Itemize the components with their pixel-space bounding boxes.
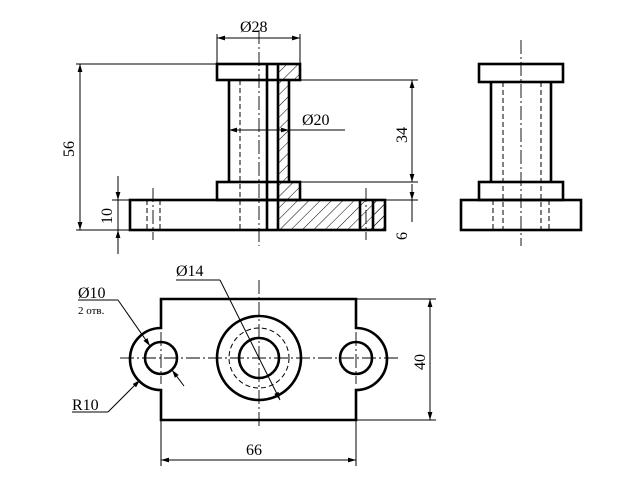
side-view xyxy=(459,40,583,246)
dim-hole-diameter: Ø10 xyxy=(78,285,106,302)
section-hatching xyxy=(278,64,385,230)
top-view-dimensions: Ø10 2 отв. Ø14 R10 66 40 xyxy=(72,263,436,466)
dim-boss-diameter: Ø14 xyxy=(176,263,204,280)
boss-hidden xyxy=(228,327,290,389)
dim-flange-thickness: 6 xyxy=(394,232,411,240)
dim-bore: Ø20 xyxy=(302,112,330,129)
top-view: Ø10 2 отв. Ø14 R10 66 40 xyxy=(72,263,436,466)
front-view-centerlines xyxy=(152,30,367,246)
front-view: Ø28 Ø20 56 10 34 6 xyxy=(61,19,418,254)
dim-plate-length: 66 xyxy=(246,442,262,459)
front-view-hidden-lines xyxy=(146,80,241,230)
dim-plate-width: 40 xyxy=(412,354,429,370)
front-view-dimensions: Ø28 Ø20 56 10 34 6 xyxy=(61,19,418,254)
dim-overall-height: 56 xyxy=(61,141,78,157)
dim-top-width: Ø28 xyxy=(240,19,268,36)
dim-hole-note: 2 отв. xyxy=(78,305,105,317)
dim-base-height: 10 xyxy=(99,208,116,224)
dim-corner-radius: R10 xyxy=(72,397,99,414)
dim-shaft-height: 34 xyxy=(394,127,411,143)
